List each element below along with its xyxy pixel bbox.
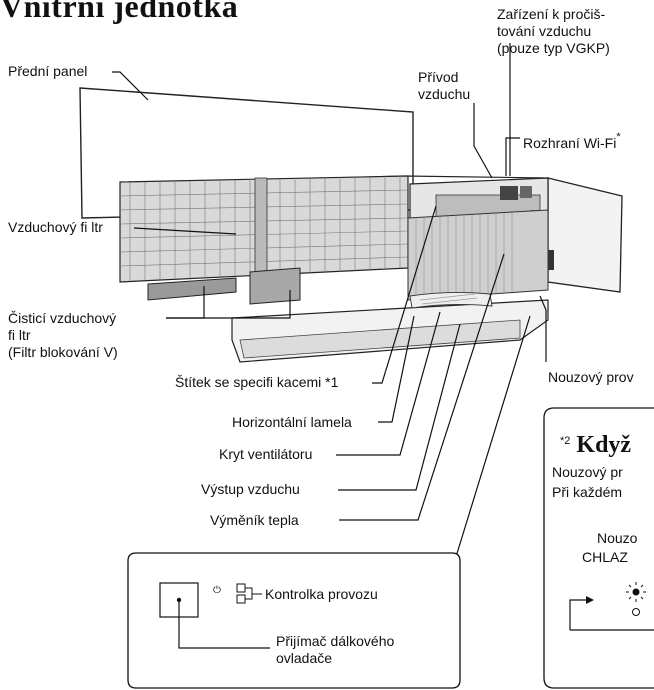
side-box-line4: CHLAZ — [582, 549, 628, 565]
label-fan-cover: Kryt ventilátoru — [219, 446, 313, 462]
side-box-line3: Nouzo — [597, 530, 638, 546]
side-box-marker: *2 — [560, 435, 571, 447]
label-air-outlet: Výstup vzduchu — [201, 481, 300, 497]
side-box-line1: Nouzový pr — [552, 464, 623, 480]
label-air-intake: Přívod vzduchu — [418, 69, 471, 102]
air-filter-mesh — [119, 175, 409, 283]
cleaning-filter-shape — [147, 267, 301, 305]
leader-lines — [112, 43, 547, 578]
label-remote-receiver: Přijímač dálkového ovladače — [276, 633, 395, 666]
label-operation-lamp: Kontrolka provozu — [265, 586, 378, 602]
label-wifi-sup: * — [616, 131, 621, 143]
svg-text:⏻: ⏻ — [213, 585, 221, 596]
label-cleaning-filter: Čisticí vzduchový fi ltr (Filtr blokován… — [8, 310, 118, 360]
indicator-callout-box: ⏻ — [127, 552, 461, 689]
horizontal-louver-shape — [409, 291, 493, 309]
label-air-filter: Vzduchový fi ltr — [8, 219, 103, 235]
page-title: Vnitřní jednotka — [0, 0, 239, 24]
label-wifi-text: Rozhraní Wi-Fi — [523, 135, 617, 151]
label-heat-exchanger: Výměník tepla — [210, 512, 299, 528]
side-box-title-text: Když — [576, 432, 632, 458]
label-horizontal-louver: Horizontální lamela — [232, 414, 352, 430]
label-front-panel: Přední panel — [8, 63, 88, 79]
label-wifi: Rozhraní Wi-Fi* — [523, 129, 621, 152]
label-emergency: Nouzový prov — [548, 369, 634, 385]
side-box-line2: Při každém — [552, 484, 623, 500]
label-air-purifier: Zařízení k pročiš- tování vzduchu (pouze… — [497, 6, 610, 56]
heat-exchanger-shape — [407, 209, 549, 301]
side-box-title: *2 Když — [560, 428, 631, 458]
label-spec-plate: Štítek se specifi kacemi *1 — [175, 374, 339, 390]
side-info-box — [543, 407, 654, 689]
